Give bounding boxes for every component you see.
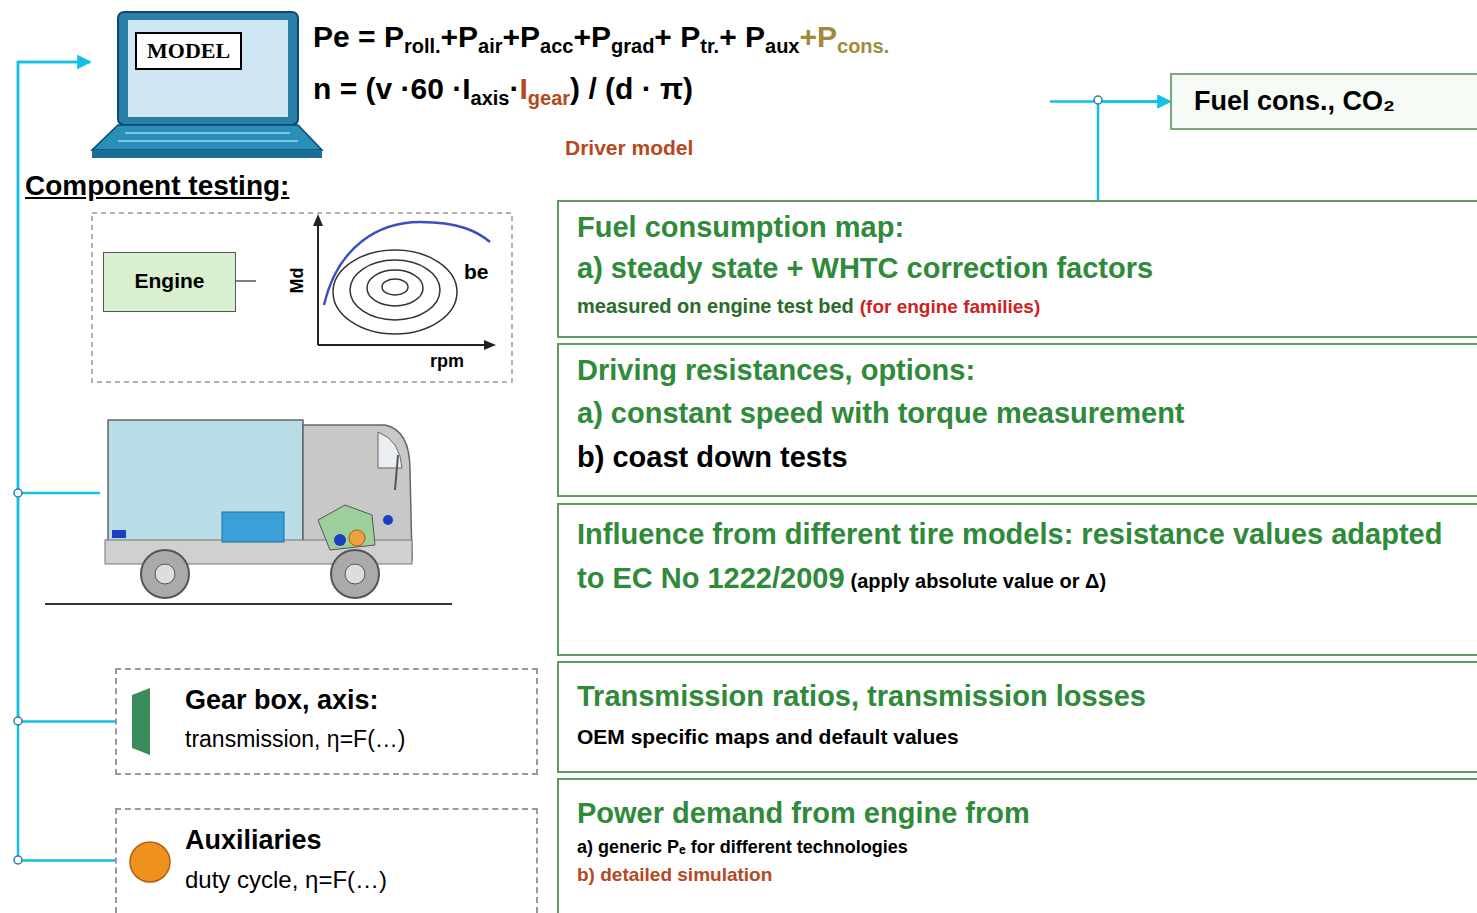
contour: [350, 260, 440, 320]
node-text: Gear box, axis:: [185, 684, 528, 717]
junction-dot: [14, 717, 22, 725]
info-box: Transmission ratios, transmission losses…: [557, 661, 1477, 773]
test-region: [92, 213, 512, 382]
node-text: Engine: [108, 268, 231, 294]
info-box: Fuel consumption map: a) steady state + W…: [557, 200, 1477, 338]
formula-text: ·: [509, 72, 519, 105]
axis-arrow: [484, 340, 496, 350]
node-text: b) coast down tests: [577, 440, 1459, 475]
component-box: Auxiliaries duty cycle, η=F(…): [115, 808, 538, 913]
node-text: MODEL: [135, 32, 242, 70]
node-text: Transmission ratios, transmission losses: [577, 679, 1459, 714]
node-text: Fuel consumption map:: [577, 210, 1459, 245]
formula-text: n = (v ·60 ·I: [313, 72, 471, 105]
formula-text: + P: [719, 20, 765, 53]
node-text: a) steady state + WHTC correction factor…: [577, 251, 1459, 286]
node-text: transmission, η=F(…): [185, 725, 528, 753]
formula-text: +P: [573, 20, 611, 53]
engine-part: [383, 515, 393, 525]
laptop-screen: [118, 12, 298, 125]
node-text: a) constant speed with torque measuremen…: [577, 396, 1459, 431]
laptop-keyboard: [92, 125, 322, 150]
laptop-keys: [125, 132, 290, 134]
axis: [317, 222, 319, 345]
info-box: Power demand from engine from a) generic …: [557, 778, 1477, 913]
formula-text: + P: [654, 20, 700, 53]
laptop-base: [92, 150, 322, 158]
label: Component testing:: [25, 170, 289, 202]
leader-line: [236, 280, 256, 282]
formula-text: Pe = P: [313, 20, 404, 53]
wheel-hub: [155, 564, 175, 584]
formula-text: +P: [503, 20, 541, 53]
formula-subscript: axis: [471, 87, 510, 109]
label: rpm: [430, 351, 464, 372]
wheel-hub: [345, 564, 365, 584]
junction-dot: [1094, 96, 1102, 104]
auxiliary-symbol: [130, 842, 170, 882]
component-box: Gear box, axis: transmission, η=F(…): [115, 668, 538, 775]
node-text: Fuel cons., CO₂: [1194, 85, 1467, 118]
contour: [333, 250, 457, 334]
formula-subscript: roll.: [404, 35, 441, 57]
formula-text: +P: [799, 20, 837, 53]
connector: [1098, 102, 1170, 201]
node-text: Power demand from engine from: [577, 796, 1459, 831]
junction-dot: [14, 489, 22, 497]
engine-part: [318, 505, 375, 550]
truck-box: [108, 420, 303, 560]
formula-subscript: grad: [611, 35, 654, 57]
engine-box: Engine: [103, 252, 236, 312]
truck-part: [112, 530, 126, 538]
formula-text: +P: [441, 20, 479, 53]
engine-part: [395, 455, 398, 490]
laptop-display: [128, 20, 288, 117]
info-box: Driving resistances, options: a) constant…: [557, 343, 1477, 497]
connector: [18, 62, 115, 722]
formula-line: Pe = Proll.+Pair+Pacc+Pgrad+ Ptr.+ Paux+…: [313, 20, 889, 58]
label: Md: [287, 268, 308, 294]
node-text: duty cycle, η=F(…): [185, 865, 528, 894]
node-text: (for engine families): [860, 296, 1041, 317]
node-text: (apply absolute value or Δ): [851, 570, 1107, 592]
contour: [382, 279, 408, 295]
gearbox-symbol: [132, 688, 150, 755]
node-text: OEM specific maps and default values: [577, 724, 1459, 750]
formula-subscript: acc: [540, 35, 573, 57]
wheel: [141, 550, 189, 598]
info-box: Influence from different tire models: re…: [557, 503, 1477, 656]
node-text: Auxiliaries: [185, 824, 528, 857]
engine-part: [334, 534, 346, 546]
laptop-keys: [118, 140, 298, 142]
wheel: [331, 550, 379, 598]
contour: [367, 270, 423, 306]
axis-arrow: [313, 214, 323, 226]
formula-subscript: air: [478, 35, 502, 57]
node-text: measured on engine test bed: [577, 295, 854, 317]
formula-text: I: [519, 72, 527, 105]
junction-dot: [14, 856, 22, 864]
label: Driver model: [565, 136, 693, 160]
formula-subscript: aux: [765, 35, 799, 57]
formula-text: ) / (d · π): [570, 72, 693, 105]
formula-subscript: gear: [528, 87, 570, 109]
formula-line: n = (v ·60 ·Iaxis·Igear) / (d · π): [313, 72, 693, 110]
ground-line: [45, 603, 452, 605]
node-text: Driving resistances, options:: [577, 353, 1459, 388]
axis: [318, 344, 488, 346]
node-text: a) generic Pₑ for different technologies: [577, 837, 1459, 859]
formula-subscript: cons.: [837, 35, 889, 57]
engine-part: [349, 530, 365, 546]
node-text: b) detailed simulation: [577, 863, 1459, 886]
ac-unit: [222, 512, 284, 542]
truck-window: [378, 432, 402, 468]
output-box: Fuel cons., CO₂: [1170, 73, 1477, 130]
formula-subscript: tr.: [700, 35, 719, 57]
label: be: [464, 260, 489, 284]
bus-branch: [18, 492, 100, 495]
